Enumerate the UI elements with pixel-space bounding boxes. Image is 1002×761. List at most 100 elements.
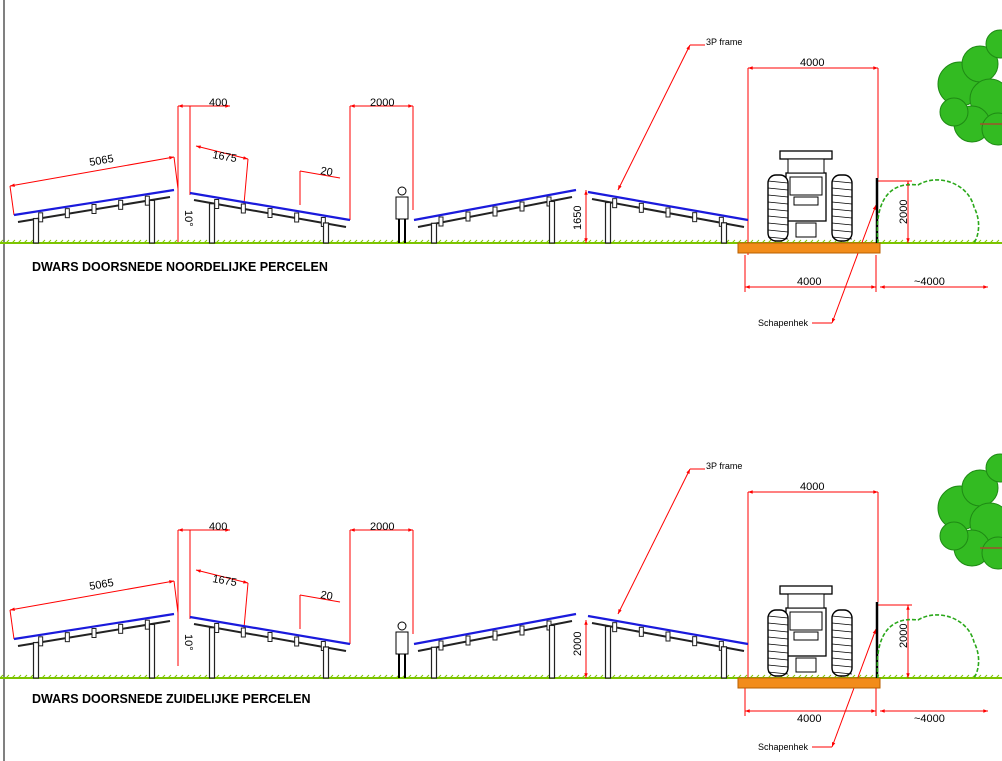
tractor-tread	[767, 643, 789, 647]
table-1-purlin	[118, 623, 124, 634]
table-4-purlin	[638, 202, 644, 213]
grass-tick	[257, 239, 262, 244]
grass-tick	[413, 239, 418, 244]
leader-fence-arrow	[832, 742, 836, 747]
table-1-purlin	[118, 199, 124, 210]
grass-tick	[623, 239, 628, 244]
ext-line	[243, 582, 249, 629]
grass-tick	[581, 674, 586, 679]
tractor-tread	[767, 629, 789, 633]
track-bed	[737, 677, 881, 689]
grass-tick	[617, 674, 622, 679]
ext-line	[9, 185, 15, 216]
table-4-purlin	[665, 207, 671, 218]
grass-tick	[335, 239, 340, 244]
dim-line-inner-arrow	[196, 145, 201, 149]
table-2-panel	[189, 191, 351, 222]
table-2-purlin	[294, 212, 300, 223]
tree-foliage	[985, 453, 1002, 483]
grass-tick	[503, 239, 508, 244]
grass-tick	[467, 674, 472, 679]
table-3-leg	[548, 200, 556, 244]
grass-tick	[485, 674, 490, 679]
section-north: DWARS DOORSNEDE NOORDELIJKE PERCELEN 3P …	[0, 29, 1002, 328]
dim-line-aisle-arrow	[408, 528, 413, 532]
table-4-purlin	[612, 622, 618, 633]
hedge	[876, 179, 980, 244]
section-title: DWARS DOORSNEDE NOORDELIJKE PERCELEN	[32, 260, 328, 274]
grass-tick	[983, 674, 988, 679]
dim-line-panel-arrow	[10, 183, 15, 187]
grass-tick	[659, 239, 664, 244]
dim-track-top: 4000	[800, 57, 824, 69]
ext-line	[243, 158, 249, 205]
grass-tick	[191, 239, 196, 244]
grass-tick	[539, 674, 544, 679]
grass-tick	[215, 674, 220, 679]
tractor-tread	[767, 187, 789, 191]
grass-tick	[887, 239, 892, 244]
grass-tick	[197, 674, 202, 679]
grass-tick	[341, 239, 346, 244]
grass-tick	[11, 239, 16, 244]
grass-tick	[371, 239, 376, 244]
grass-tick	[341, 674, 346, 679]
tractor-roof	[779, 585, 833, 595]
grass-tick	[113, 239, 118, 244]
dim-line-hedge-arrow	[880, 709, 885, 713]
grass-tick	[77, 239, 82, 244]
dim-line-track-bottom-arrow	[745, 285, 750, 289]
grass-tick	[347, 239, 352, 244]
grass-tick	[935, 239, 940, 244]
grass-tick	[203, 674, 208, 679]
grass-tick	[995, 674, 1000, 679]
table-1-purlin	[64, 208, 70, 219]
grass-tick	[167, 674, 172, 679]
grass-tick	[629, 239, 634, 244]
grass-tick	[329, 239, 334, 244]
grass-tick	[71, 674, 76, 679]
grass-tick	[239, 239, 244, 244]
grass-tick	[449, 674, 454, 679]
person-body	[395, 196, 409, 220]
grass-tick	[155, 674, 160, 679]
dim-line-track-top-arrow	[873, 66, 878, 70]
dim-gap-top: 400	[209, 521, 227, 533]
grass-tick	[29, 239, 34, 244]
tractor-tread	[831, 187, 853, 191]
person-head	[397, 621, 407, 631]
table-2-purlin	[240, 203, 246, 214]
grass-tick	[665, 674, 670, 679]
tractor-tread	[767, 236, 789, 240]
tractor-tread	[831, 215, 853, 219]
person	[395, 621, 409, 678]
tractor-tread	[831, 664, 853, 668]
grass-tick	[41, 674, 46, 679]
tree-foliage	[981, 112, 1002, 146]
tractor-tread	[831, 229, 853, 233]
tractor-window	[789, 611, 823, 631]
tractor-tread	[767, 664, 789, 668]
grass-tick	[515, 674, 520, 679]
grass-tick	[95, 674, 100, 679]
tractor-top	[787, 593, 825, 609]
grass-tick	[65, 674, 70, 679]
table-2-panel	[189, 615, 351, 646]
ext-line	[173, 580, 179, 614]
grass-tick	[203, 239, 208, 244]
tractor-tread	[831, 236, 853, 240]
dim-line-panel	[9, 580, 175, 611]
grass-tick	[461, 239, 466, 244]
table-2-purlin	[214, 623, 220, 633]
table-4-purlin	[665, 631, 671, 642]
table-2-leg	[322, 646, 330, 679]
tractor-grille	[793, 196, 819, 206]
grass-tick	[509, 239, 514, 244]
grass-tick	[995, 239, 1000, 244]
dim-line-track-bottom-arrow	[871, 285, 876, 289]
grass-tick	[527, 239, 532, 244]
grass-tick	[311, 674, 316, 679]
tractor-window	[789, 176, 823, 196]
grass-tick	[731, 239, 736, 244]
